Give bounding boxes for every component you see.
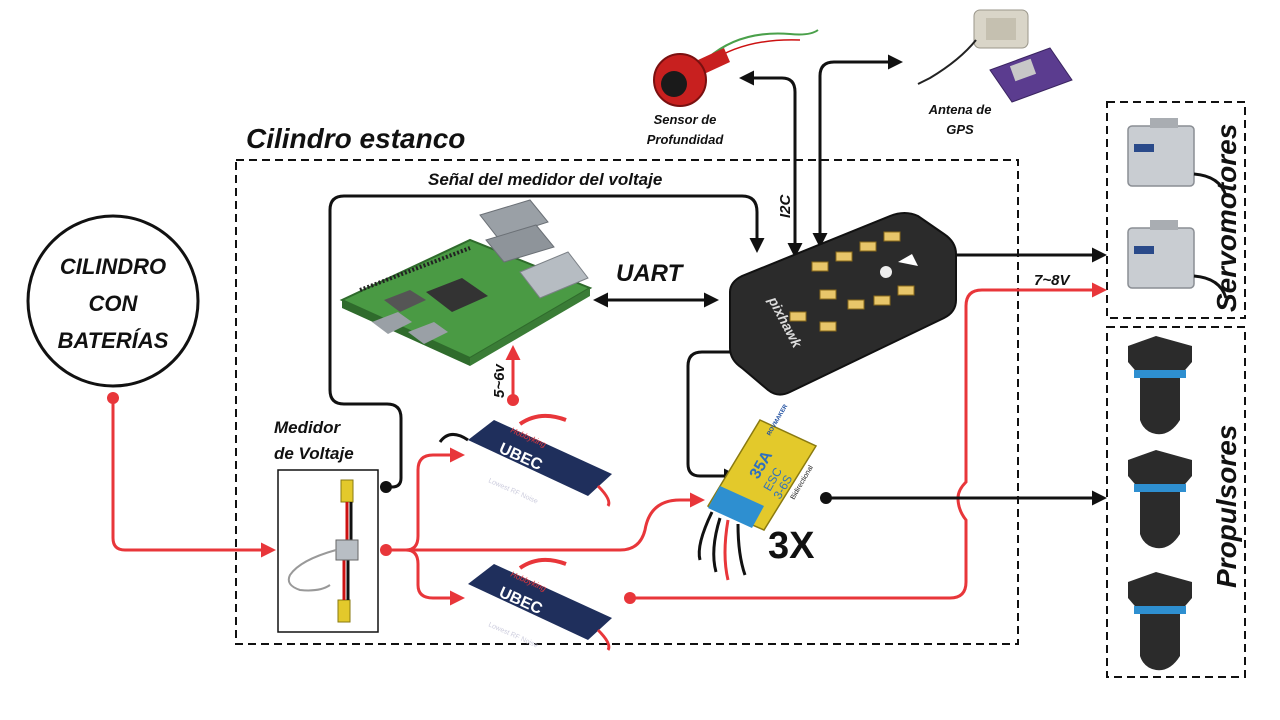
voltage-meter-label-line2: de Voltaje — [274, 444, 354, 463]
gps-antenna-label: Antena de GPS — [910, 100, 1010, 140]
voltage-meter-label: Medidor de Voltaje — [274, 415, 354, 467]
voltage-meter-label-line1: Medidor — [274, 418, 341, 437]
uart-label: UART — [616, 260, 683, 287]
battery-label-line3: BATERÍAS — [57, 328, 169, 353]
servos-label: Servomotores — [1211, 124, 1242, 312]
enclosure-box — [235, 159, 1019, 645]
gps-antenna-label-line1: Antena de — [928, 102, 992, 117]
thrusters-label: Propulsores — [1211, 425, 1242, 588]
battery-label-line2: CON — [88, 291, 138, 316]
depth-sensor-label-line1: Sensor de — [653, 112, 717, 127]
raspberry-pi-icon — [339, 199, 593, 366]
ubec-icon: UBEC 8A MAX 12A Hobbyking Lowest RF Nois… — [468, 557, 612, 651]
thrusters-box — [1106, 326, 1246, 678]
pixhawk-icon — [729, 212, 957, 396]
voltage-56-label: 5~6v — [491, 363, 508, 398]
thruster-icon — [1128, 450, 1192, 549]
enclosure-title: Cilindro estanco — [246, 123, 466, 154]
servo-icon — [1127, 220, 1228, 299]
servo-icon — [1127, 118, 1228, 197]
depth-sensor-label: Sensor de Profundidad — [630, 110, 740, 150]
depth-sensor-label-line2: Profundidad — [646, 132, 724, 147]
esc-count-label: 3X — [768, 525, 815, 567]
voltage-meter-icon — [277, 469, 379, 633]
signal-wires — [328, 54, 1107, 506]
esc-icon: ROVMAKER 35A ESC 3-6S Bidirectional — [697, 403, 818, 581]
battery-label: CILINDRO CON BATERÍAS — [48, 248, 178, 359]
battery-label-line1: CILINDRO — [59, 254, 167, 279]
depth-sensor-icon — [653, 29, 819, 107]
ubec-icon: UBEC 8A MAX 12A Hobbyking Lowest RF Nois… — [438, 413, 612, 507]
power-wires — [111, 282, 1107, 606]
gps-antenna-label-line2: GPS — [946, 122, 974, 137]
power-nodes — [107, 392, 636, 604]
i2c-label: I2C — [777, 193, 794, 218]
thruster-icon — [1128, 336, 1192, 435]
voltage-signal-label: Señal del medidor del voltaje — [428, 170, 663, 189]
gps-antenna-icon — [917, 9, 1073, 103]
battery-cylinder-icon — [26, 214, 200, 388]
thruster-icon — [1128, 572, 1192, 671]
voltage-78-label: 7~8V — [1034, 272, 1070, 289]
servos-box — [1106, 101, 1246, 319]
